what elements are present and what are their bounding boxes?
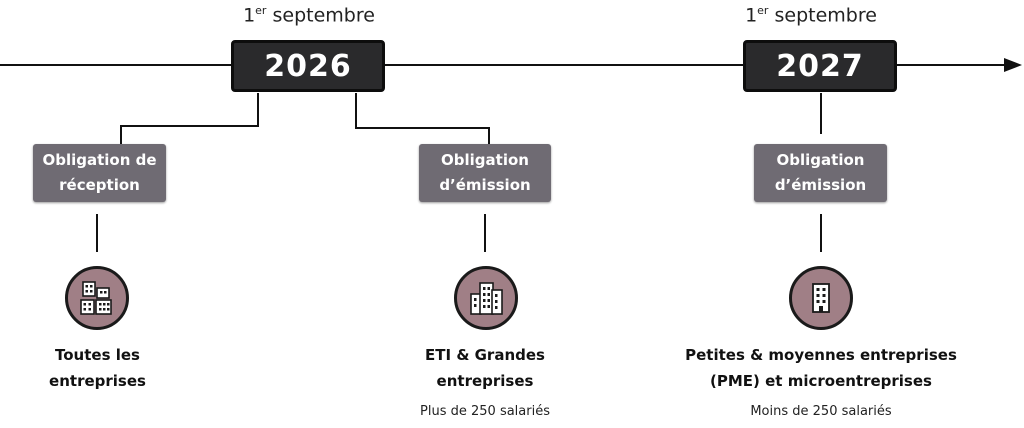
building-single-icon <box>789 266 853 330</box>
group-sub-eti: Plus de 250 salariés <box>420 404 550 419</box>
connector-2026-right <box>355 93 490 144</box>
connector-2026-left <box>120 93 259 144</box>
milestone-date-2026: 1er septembre <box>243 4 375 27</box>
milestone-date-2027: 1er septembre <box>745 4 877 27</box>
group-sub-pme: Moins de 250 salariés <box>750 404 892 419</box>
buildings-cluster-icon <box>65 266 129 330</box>
year-box-2027: 2027 <box>743 40 897 92</box>
timeline-arrowhead <box>1004 58 1022 72</box>
buildings-large-icon <box>454 266 518 330</box>
group-label-pme: Petites & moyennes entreprises(PME) et m… <box>685 346 957 390</box>
year-box-2026: 2026 <box>231 40 385 92</box>
